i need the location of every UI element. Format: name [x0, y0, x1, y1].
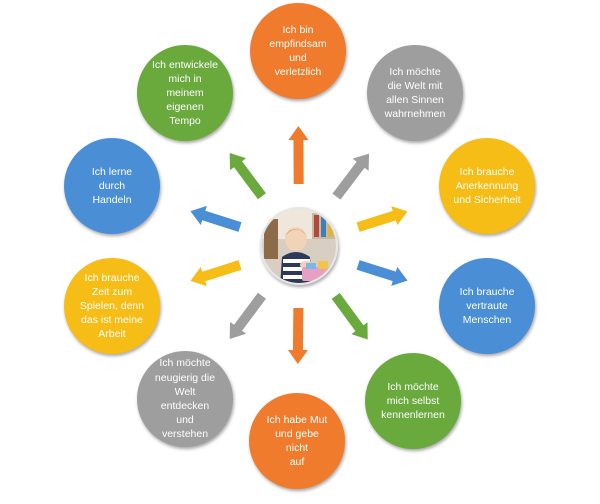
node-familiar-people: Ich brauche vertraute Menschen [439, 258, 535, 354]
node-label: Ich brauche Zeit zum Spielen, denn das i… [79, 271, 145, 341]
node-label: Ich brauche Anerkennung und Sicherheit [453, 165, 521, 207]
node-curious-explore: Ich möchte neugierig die Welt entdecken … [137, 351, 233, 447]
node-label: Ich brauche vertraute Menschen [459, 285, 515, 327]
node-perceive-world-senses: Ich möchte die Welt mit allen Sinnen wah… [367, 45, 463, 141]
node-label: Ich bin empfindsam und verletzlich [269, 23, 327, 79]
node-recognition-security: Ich brauche Anerkennung und Sicherheit [439, 138, 535, 234]
node-label: Ich habe Mut und gebe nicht auf [266, 413, 328, 469]
arrow-to-left-lower [190, 260, 242, 287]
node-label: Ich möchte mich selbst kennenlernen [381, 380, 445, 422]
arrow-to-top [288, 126, 309, 185]
arrow-to-bottom [287, 307, 308, 364]
node-courage: Ich habe Mut und gebe nicht auf [249, 393, 345, 489]
node-own-pace: Ich entwickele mich in meinem eigenen Te… [137, 45, 233, 141]
arrow-to-bottom-left [229, 292, 266, 340]
arrow-to-left-upper [190, 205, 242, 232]
node-know-myself: Ich möchte mich selbst kennenlernen [365, 353, 461, 449]
node-sensitive-vulnerable: Ich bin empfindsam und verletzlich [250, 3, 346, 99]
node-label: Ich entwickele mich in meinem eigenen Te… [152, 58, 218, 128]
arrow-to-bottom-right [331, 292, 368, 340]
node-label: Ich möchte neugierig die Welt entdecken … [154, 357, 216, 441]
arrow-to-top-left [229, 152, 266, 200]
node-time-to-play: Ich brauche Zeit zum Spielen, denn das i… [64, 258, 160, 354]
arrow-to-right-upper [356, 206, 408, 232]
center-child-photo [260, 207, 338, 285]
arrow-to-right-lower [356, 260, 408, 286]
node-label: Ich lerne durch Handeln [91, 165, 133, 207]
node-learn-by-doing: Ich lerne durch Handeln [64, 138, 160, 234]
node-label: Ich möchte die Welt mit allen Sinnen wah… [384, 65, 446, 121]
arrow-to-top-right [332, 153, 370, 200]
